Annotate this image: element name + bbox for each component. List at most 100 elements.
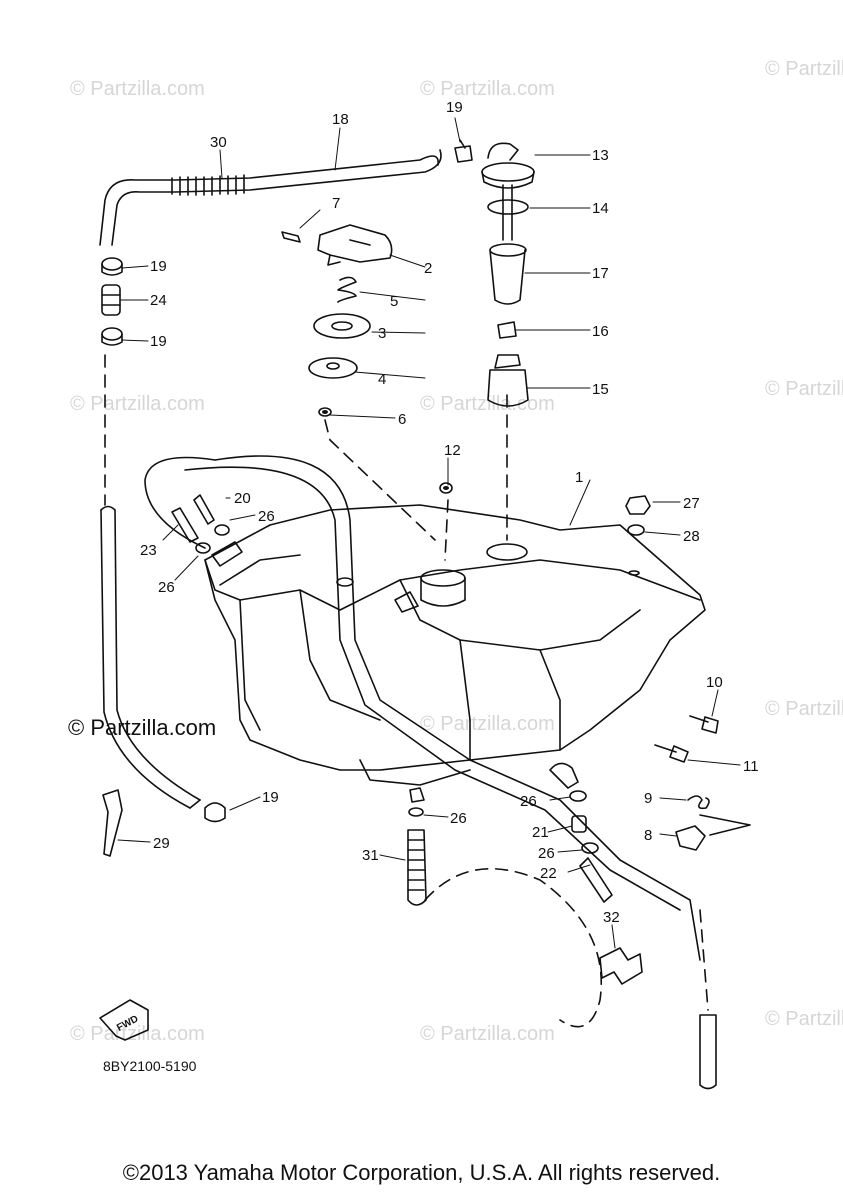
callout-26-d: 26 [450, 810, 467, 827]
callout-28: 28 [683, 528, 700, 545]
fitting-13 [481, 142, 535, 189]
corrugated-section [171, 174, 245, 196]
callout-5: 5 [390, 293, 398, 310]
watermark: © Partzilla.com [70, 78, 205, 100]
callout-3: 3 [378, 325, 386, 342]
callout-19-top: 19 [446, 99, 463, 116]
callout-29: 29 [153, 835, 170, 852]
bracket-leader [699, 814, 751, 836]
fittings-left [211, 541, 243, 567]
band-29 [102, 789, 123, 857]
nut-27 [625, 495, 651, 515]
clamp-26-a [214, 524, 230, 536]
callout-26-b: 26 [158, 579, 175, 596]
hose-end-right [699, 1014, 717, 1090]
callout-12: 12 [444, 442, 461, 459]
callout-leaders [117, 117, 741, 949]
callout-8: 8 [644, 827, 652, 844]
clamp-16 [497, 321, 517, 339]
clip-32 [599, 947, 643, 985]
filter-screen-14 [487, 199, 529, 215]
callout-27: 27 [683, 495, 700, 512]
cap-2 [317, 224, 393, 266]
corrugated-hose-31 [407, 829, 427, 906]
clamp-26-b [195, 542, 211, 554]
filter-15 [487, 354, 529, 407]
vent-hose-loop [144, 455, 701, 961]
filled-details [322, 410, 449, 490]
elbow-hose [549, 762, 579, 789]
plate-4 [308, 357, 358, 379]
watermark: © Partzilla.com [420, 78, 555, 100]
callout-18: 18 [332, 111, 349, 128]
bolt-11 [654, 744, 689, 763]
tube-assembly-17 [489, 184, 527, 305]
callout-26-e: 26 [538, 845, 555, 862]
callout-9: 9 [644, 790, 652, 807]
callout-23: 23 [140, 542, 157, 559]
callout-31: 31 [362, 847, 379, 864]
watermark-dark: © Partzilla.com [68, 715, 216, 740]
callout-32: 32 [603, 909, 620, 926]
callout-19-c: 19 [262, 789, 279, 806]
hose-25 [100, 505, 201, 809]
spring-clip-9 [687, 795, 710, 810]
pipe-20 [193, 494, 215, 525]
copyright-notice: ©2013 Yamaha Motor Corporation, U.S.A. A… [122, 1160, 721, 1185]
callout-20: 20 [234, 490, 251, 507]
callout-labels: 1 2 3 4 5 6 7 8 9 10 11 12 13 14 15 16 1… [140, 99, 759, 926]
watermark: © Partzilla.com [420, 1023, 555, 1045]
watermark: © Partzilla.com [765, 698, 843, 720]
watermark: © Partzilla.com [70, 393, 205, 415]
fuel-tank [204, 504, 706, 786]
watermark: © Partzilla.com [765, 378, 843, 400]
clamp-26-d [581, 842, 599, 854]
spring-5 [337, 276, 357, 303]
watermarks: © Partzilla.com © Partzilla.com © Partzi… [68, 58, 843, 1045]
callout-7: 7 [332, 195, 340, 212]
callout-24: 24 [150, 292, 167, 309]
clamp-26-e [408, 787, 425, 817]
callout-4: 4 [378, 371, 386, 388]
clamp-19-a [101, 257, 123, 276]
pin-7 [281, 231, 301, 243]
hose-22 [579, 857, 613, 903]
watermark: © Partzilla.com [765, 1008, 843, 1030]
clip-12 [439, 482, 453, 494]
watermark: © Partzilla.com [765, 58, 843, 80]
callout-21: 21 [532, 824, 549, 841]
watermark: © Partzilla.com [420, 393, 555, 415]
connector-21 [571, 815, 587, 833]
clamp-19-b [101, 327, 123, 346]
callout-30: 30 [210, 134, 227, 151]
callout-22: 22 [540, 865, 557, 882]
callout-6: 6 [398, 411, 406, 428]
pipe-23 [171, 507, 199, 543]
clamp-19-top [454, 139, 473, 163]
callout-19-a: 19 [150, 258, 167, 275]
clamp-26-c [569, 790, 587, 802]
leader-lines [104, 354, 709, 1028]
vent-hose-top [99, 149, 442, 246]
callout-26-c: 26 [520, 793, 537, 810]
holder-8 [675, 825, 706, 851]
connector-24 [101, 284, 121, 316]
gasket-3 [313, 313, 371, 339]
callout-11: 11 [743, 758, 759, 775]
bolt-10 [689, 715, 719, 734]
callout-16: 16 [592, 323, 609, 340]
callout-17: 17 [592, 265, 609, 282]
washer-28 [627, 524, 645, 536]
clamp-19-c [204, 802, 226, 823]
callout-15: 15 [592, 381, 609, 398]
callout-19-b: 19 [150, 333, 167, 350]
callout-26-a: 26 [258, 508, 275, 525]
callout-13: 13 [592, 147, 609, 164]
callout-14: 14 [592, 200, 609, 217]
watermark: © Partzilla.com [420, 713, 555, 735]
grommet-6 [318, 407, 332, 417]
fwd-arrow [99, 999, 149, 1041]
drawing-code: 8BY2100-5190 [103, 1058, 197, 1074]
callout-2: 2 [424, 260, 432, 277]
